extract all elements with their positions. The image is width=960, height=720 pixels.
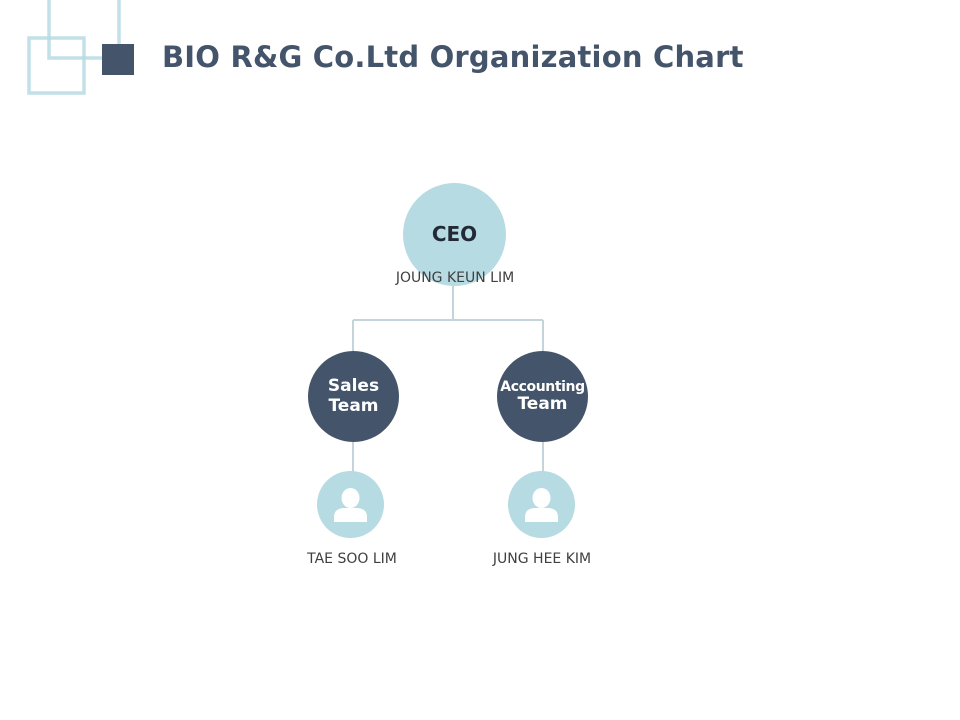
sales-member-avatar (317, 471, 384, 538)
ceo-node: CEO (403, 183, 506, 286)
person-icon (334, 488, 367, 522)
page-title: BIO R&G Co.Ltd Organization Chart (162, 40, 744, 74)
sales-team-label-line2: Team (328, 395, 379, 416)
logo-mark (27, 0, 134, 95)
person-icon (525, 488, 558, 522)
sales-member-name: TAE SOO LIM (307, 551, 397, 567)
accounting-team-label-line1: Accounting (500, 378, 585, 395)
accounting-member-avatar (508, 471, 575, 538)
sales-team-label-line1: Sales (327, 375, 380, 396)
accounting-team-label-line2: Team (517, 393, 568, 414)
ceo-name: JOUNG KEUN LIM (395, 270, 515, 286)
sales-team-node: Sales Team (308, 351, 399, 442)
accounting-member-name: JUNG HEE KIM (492, 551, 592, 567)
accounting-team-node: Accounting Team (497, 351, 588, 442)
ceo-role-label: CEO (431, 221, 478, 246)
